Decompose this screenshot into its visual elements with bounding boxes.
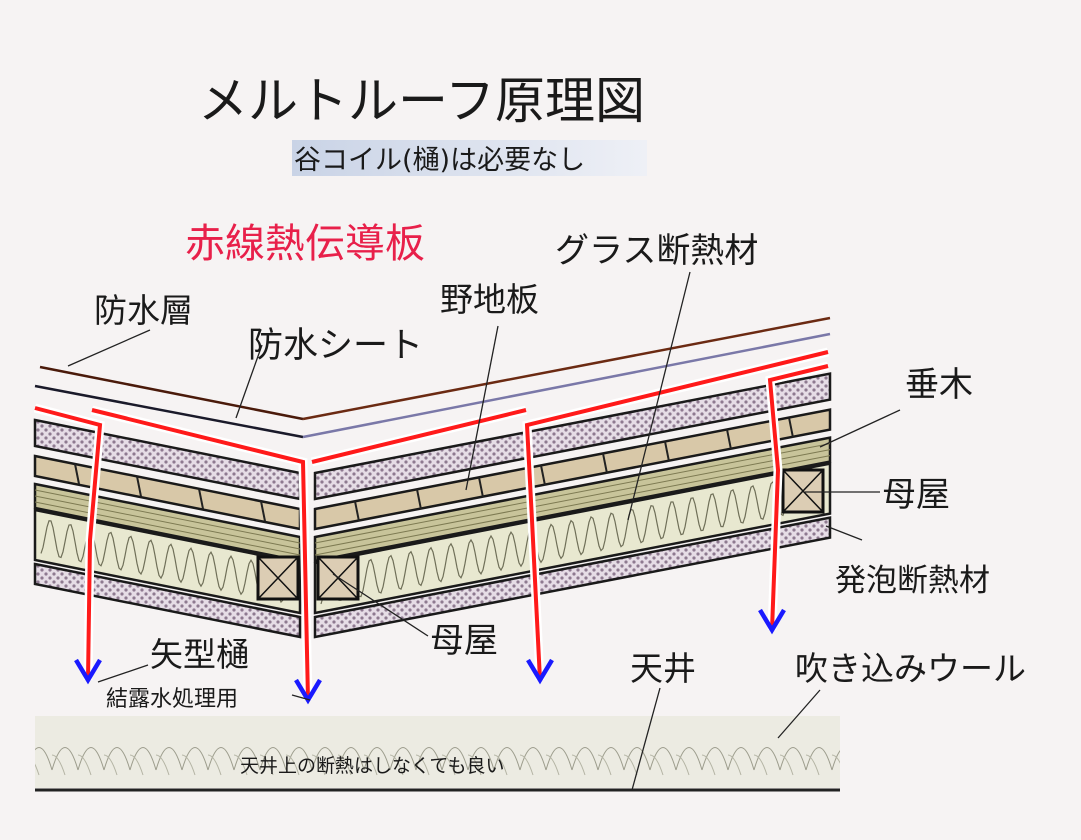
rafter-grain	[314, 443, 831, 544]
waterproof-sheet-left	[34, 384, 304, 439]
ceiling-note: 天井上の断熱はしなくても良い	[240, 755, 504, 777]
rafter-grain	[314, 449, 831, 550]
diagram-subtitle: 谷コイル(樋)は必要なし	[294, 145, 585, 176]
heat-conducting-line	[767, 364, 829, 631]
sheathing-board	[313, 408, 832, 531]
rafter-grain	[314, 455, 831, 556]
rafter-grain	[34, 489, 301, 544]
rafter-grain	[34, 495, 301, 550]
diagram-title: メルトルーフ原理図	[198, 72, 645, 130]
plank-joint	[602, 453, 608, 474]
label-waterproof-layer: 防水層	[94, 291, 193, 330]
label-ceiling: 天井	[630, 649, 696, 688]
label-arrow-gutter: 矢型樋	[150, 635, 249, 674]
label-rafter: 垂木	[905, 365, 973, 405]
ceiling-wool	[35, 716, 840, 788]
plank-joint	[74, 463, 80, 485]
foam-board-bottom	[33, 562, 302, 639]
waterproof-layer-left	[39, 365, 304, 421]
plank-joint	[416, 489, 422, 510]
arrow-down-icon	[74, 658, 102, 685]
waterproof-layer-right	[302, 316, 831, 421]
label-foam-insulation: 発泡断熱材	[835, 563, 990, 599]
subtitle-background	[292, 140, 647, 176]
plank-joint	[478, 477, 484, 498]
label-waterproof-sheet: 防水シート	[248, 326, 423, 366]
heat-conducting-line	[311, 408, 527, 464]
leader-lines	[67, 271, 901, 791]
label-condensation: 結露水処理用	[106, 687, 238, 712]
foam-board-bottom	[313, 516, 832, 639]
label-heat-plate: 赤線熱伝導板	[185, 221, 425, 267]
purlin-cross	[782, 469, 824, 513]
plank-joint	[354, 501, 360, 522]
heat-conducting-line	[524, 350, 829, 681]
label-sheathing: 野地板	[440, 280, 539, 319]
waterproof-sheet-right	[302, 332, 831, 439]
plank-joint	[788, 417, 794, 438]
arrow-down-icon	[758, 608, 786, 635]
rafter-grain	[34, 501, 301, 556]
label-glass-insulation: グラス断熱材	[555, 231, 758, 271]
plank-joint	[136, 476, 142, 497]
purlin-cross	[257, 556, 299, 600]
plank-joint	[260, 501, 266, 522]
plank-joint	[726, 429, 732, 450]
plank-joint	[664, 441, 670, 462]
insulation-wave	[320, 472, 822, 605]
label-purlin-center: 母屋	[430, 621, 498, 661]
heat-conducting-line	[34, 406, 103, 681]
label-purlin-right: 母屋	[882, 475, 950, 515]
plank-joint	[540, 465, 546, 486]
foam-board-top	[313, 372, 832, 501]
label-blown-wool: 吹き込みウール	[795, 649, 1026, 688]
glass-wool-insulation	[33, 508, 302, 615]
heat-conducting-line	[91, 408, 310, 701]
arrow-down-icon	[526, 658, 554, 685]
insulation-wave	[40, 520, 292, 604]
plank-joint	[198, 488, 204, 509]
roof-layers	[33, 316, 832, 705]
